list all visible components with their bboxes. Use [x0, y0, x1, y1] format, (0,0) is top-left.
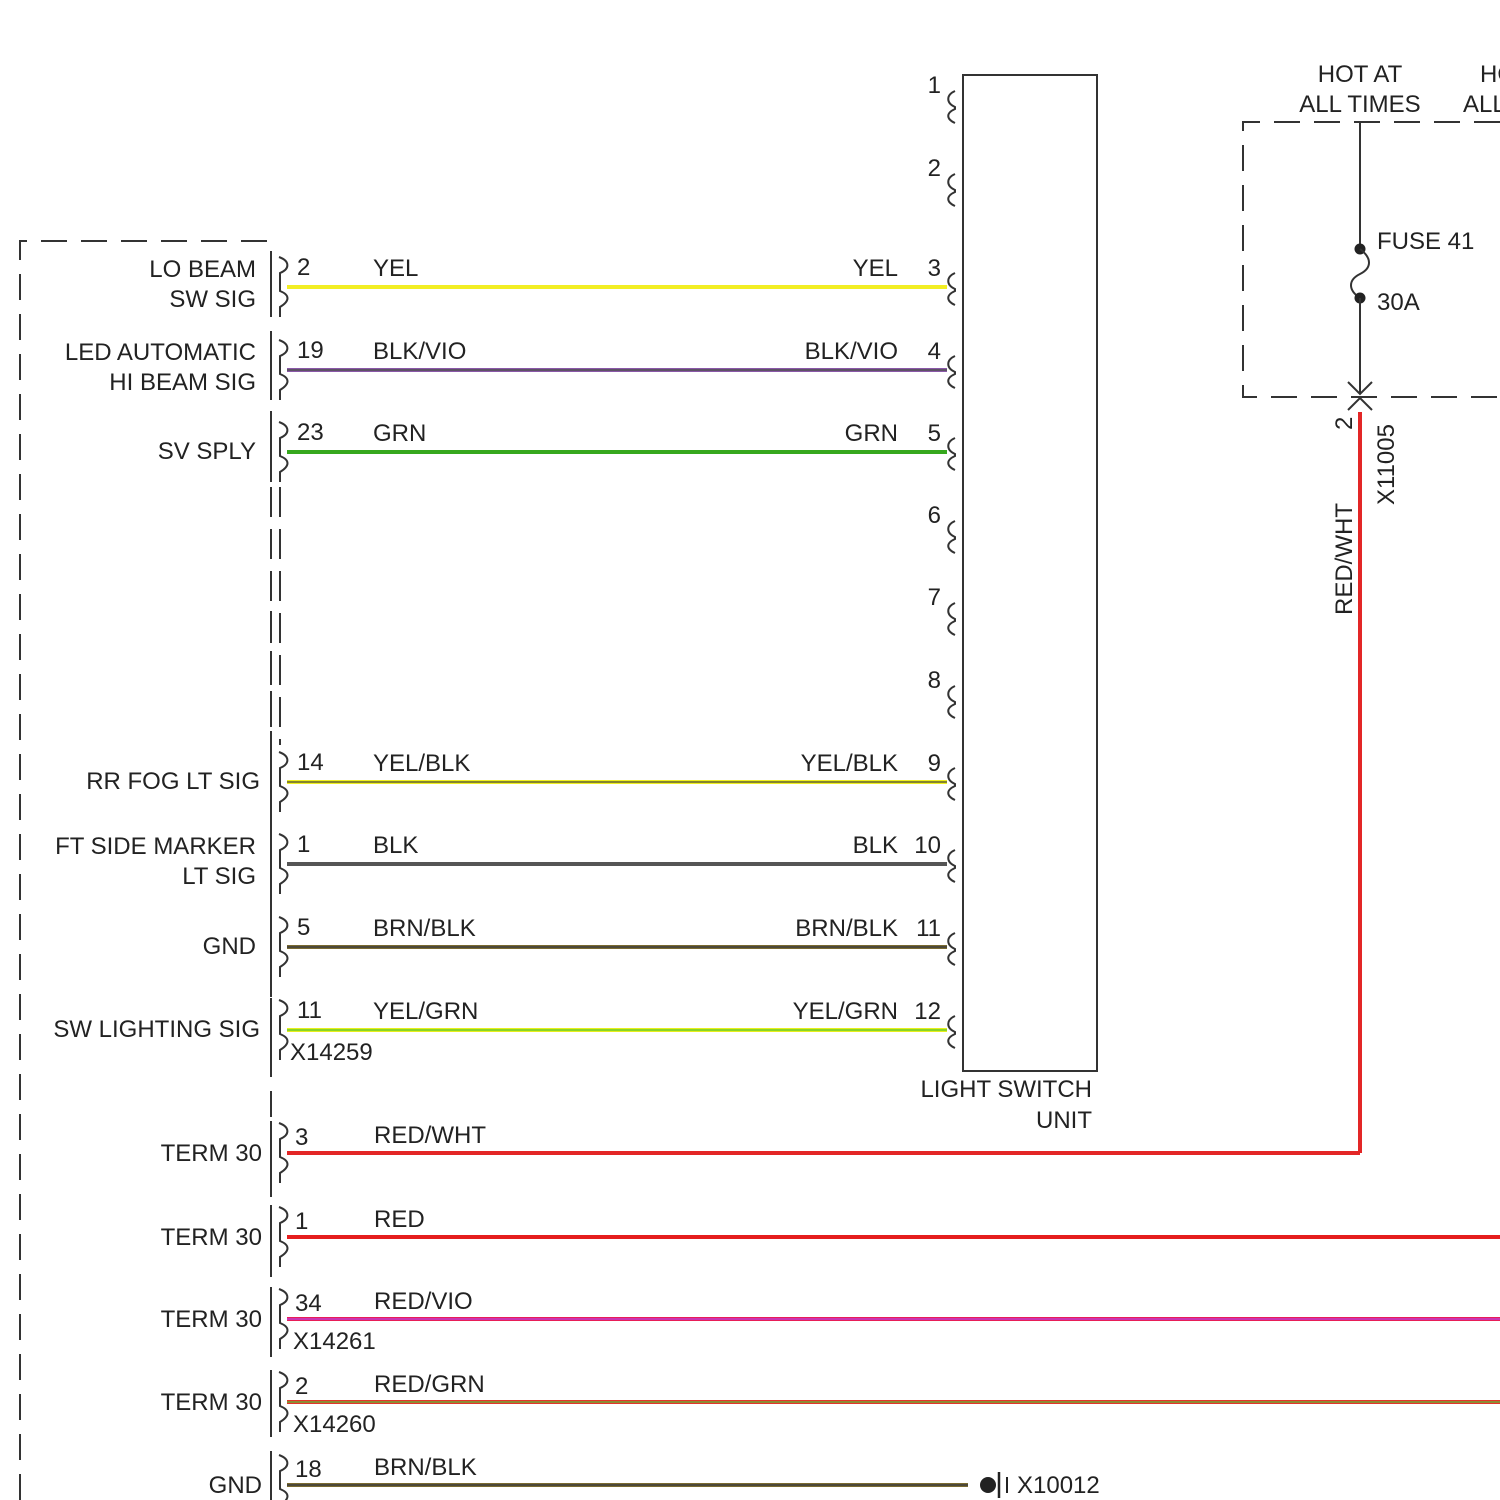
fuse-41: HOT AT ALL TIMES HO ALL FUSE 41 30A 2 X1… [1299, 61, 1500, 615]
circuit-row: LED AUTOMATIC HI BEAM SIG 19 BLK/VIO BLK/VIO… [65, 337, 955, 400]
module-pin-number: 14 [297, 749, 324, 776]
wire-color-right: BLK [853, 832, 898, 859]
circuit-row: RR FOG LT SIG 14 YEL/BLK YEL/BLK 9 [86, 749, 955, 812]
term-pin-name: TERM 30 [161, 1389, 262, 1416]
module-pin-number: 1 [297, 831, 310, 858]
term-row: GND 18 BRN/BLK [209, 1453, 968, 1500]
switch-pin-number: 4 [928, 338, 941, 365]
wire-color-left: YEL/GRN [373, 998, 478, 1025]
circuit-row: LO BEAM SW SIG 2 YEL YEL 3 [149, 254, 955, 317]
module-pin-name: RR FOG LT SIG [86, 768, 260, 795]
fuse-connector-name-label: X11005 [1373, 424, 1400, 505]
switch-unused-pin: 7 [928, 584, 941, 611]
term-pin-number: 3 [295, 1124, 308, 1151]
switch-pin-number: 5 [928, 420, 941, 447]
ground-x10012-label: X10012 [1017, 1472, 1100, 1499]
wire-color-right: BLK/VIO [805, 338, 898, 365]
wire-color-left: YEL/BLK [373, 750, 470, 777]
fuse-name-label: FUSE 41 [1377, 228, 1474, 255]
circuit-row: SV SPLY 23 GRN GRN 5 [158, 419, 955, 482]
term-pin-name: TERM 30 [161, 1306, 262, 1333]
switch-pin-number: 3 [928, 255, 941, 282]
term-wire-color: RED/VIO [374, 1288, 473, 1315]
circuit-row: GND 5 BRN/BLK BRN/BLK 11 [203, 914, 955, 977]
fuse-connector-pin-label: 2 [1331, 417, 1358, 430]
hot-at-all-times-label-2: ALL TIMES [1299, 91, 1420, 118]
wire-color-right: YEL/GRN [793, 998, 898, 1025]
connector-x14261-label: X14261 [293, 1328, 376, 1355]
fuse-rating-label: 30A [1377, 289, 1420, 316]
module-pin-name: FT SIDE MARKER [55, 833, 256, 860]
module-pin-name: SV SPLY [158, 438, 256, 465]
switch-unused-pin: 2 [928, 155, 941, 182]
module-pin-number: 19 [297, 337, 324, 364]
module-pin-name: LO BEAM [149, 256, 256, 283]
term-pin-number: 18 [295, 1456, 322, 1483]
module-pin-number: 11 [297, 997, 322, 1024]
term-pin-name: TERM 30 [161, 1224, 262, 1251]
hot-at-all-times-b-label-2: ALL [1463, 91, 1500, 118]
connector-x14259-label: X14259 [290, 1039, 373, 1066]
switch-pin-number: 11 [916, 915, 941, 942]
module-pin-name-2: SW SIG [169, 286, 256, 313]
light-switch-unit-label: LIGHT SWITCH [920, 1076, 1092, 1103]
wire-color-right: YEL/BLK [801, 750, 898, 777]
wire-color-left: BRN/BLK [373, 915, 476, 942]
switch-pin-number: 9 [928, 750, 941, 777]
term-wire-color: RED/GRN [374, 1371, 485, 1398]
term-pin-name: TERM 30 [161, 1140, 262, 1167]
term-pin-number: 34 [295, 1290, 322, 1317]
circuit-row: SW LIGHTING SIG 11 YEL/GRN YEL/GRN 12 [53, 997, 955, 1060]
term-row: TERM 30 3 RED/WHT [161, 1121, 1360, 1183]
term-wire-color: RED/WHT [374, 1122, 486, 1149]
term-row: TERM 30 1 RED [161, 1205, 1500, 1267]
term-wire-color: BRN/BLK [374, 1454, 477, 1481]
light-switch-unit-label-2: UNIT [1036, 1107, 1092, 1134]
wire-color-left: BLK [373, 832, 418, 859]
connector-x14260-label: X14260 [293, 1411, 376, 1438]
module-pin-number: 2 [297, 254, 310, 281]
fuse-wire-color-label: RED/WHT [1331, 503, 1358, 615]
module-pin-number: 23 [297, 419, 324, 446]
switch-unused-pins: 1 2 6 7 8 [271, 72, 955, 745]
wire-color-left: GRN [373, 420, 426, 447]
wire-color-right: YEL [853, 255, 898, 282]
switch-unused-pin: 6 [928, 502, 941, 529]
module-pin-number: 5 [297, 914, 310, 941]
term-pin-number: 2 [295, 1373, 308, 1400]
module-pin-name: LED AUTOMATIC [65, 339, 256, 366]
wire-color-left: BLK/VIO [373, 338, 466, 365]
term-wire-color: RED [374, 1206, 425, 1233]
hot-at-all-times-label: HOT AT [1318, 61, 1403, 88]
switch-pin-number: 12 [914, 998, 941, 1025]
switch-unused-pin: 1 [928, 72, 941, 99]
circuit-row: FT SIDE MARKER LT SIG 1 BLK BLK 10 [55, 831, 955, 894]
wire-color-right: BRN/BLK [795, 915, 898, 942]
term-pin-number: 1 [295, 1208, 308, 1235]
module-pin-name-2: HI BEAM SIG [109, 369, 256, 396]
term-pin-name: GND [209, 1472, 262, 1499]
light-switch-unit-body [963, 75, 1097, 1071]
wire-color-right: GRN [845, 420, 898, 447]
switch-pin-number: 10 [914, 832, 941, 859]
module-pin-name: SW LIGHTING SIG [53, 1016, 260, 1043]
fuse-box [1243, 122, 1500, 397]
module-pin-name: GND [203, 933, 256, 960]
wire-color-left: YEL [373, 255, 418, 282]
hot-at-all-times-b-label: HO [1480, 61, 1500, 88]
ground-x10012: X10012 [980, 1472, 1100, 1499]
switch-unused-pin: 8 [928, 667, 941, 694]
module-pin-name-2: LT SIG [182, 863, 256, 890]
